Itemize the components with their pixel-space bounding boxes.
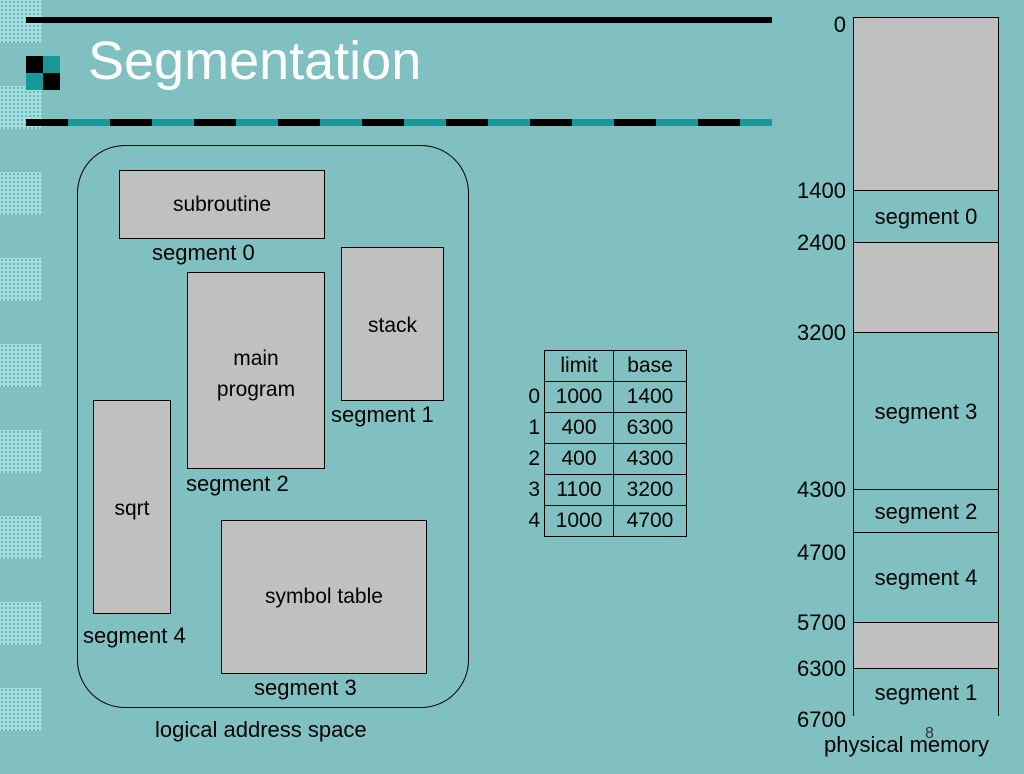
base-cell: 4700 <box>613 505 687 537</box>
address-label: 3200 <box>797 320 846 345</box>
table-row: 0 1000 1400 <box>518 381 687 413</box>
sqrt-block: sqrt <box>93 400 171 614</box>
limit-cell: 400 <box>544 443 614 475</box>
address-label: 6300 <box>797 656 846 681</box>
base-cell: 6300 <box>613 412 687 444</box>
limit-header: limit <box>544 350 614 382</box>
segment-2-label: segment 2 <box>186 471 289 496</box>
memory-boundary-line <box>854 668 998 669</box>
limit-cell: 400 <box>544 412 614 444</box>
logical-address-space-outline <box>77 145 469 708</box>
physical-segment-4: segment 4 <box>854 533 998 623</box>
table-row: 4 1000 4700 <box>518 505 687 537</box>
memory-boundary-line <box>854 489 998 490</box>
segment-table-header-row: limit base <box>518 350 687 382</box>
page-number: 8 <box>925 725 934 742</box>
row-index: 3 <box>528 478 540 501</box>
memory-boundary-line <box>854 532 998 533</box>
base-header: base <box>613 350 687 382</box>
slide-title: Segmentation <box>88 31 422 91</box>
address-label: 1400 <box>797 178 846 203</box>
memory-boundary-line <box>854 332 998 333</box>
decorative-strip <box>0 0 42 774</box>
table-row: 3 1100 3200 <box>518 474 687 506</box>
main-program-block: main program <box>187 272 325 469</box>
subroutine-block: subroutine <box>119 170 325 239</box>
address-label: 6700 <box>797 707 846 732</box>
base-cell: 4300 <box>613 443 687 475</box>
physical-segment-3: segment 3 <box>854 333 998 490</box>
address-label: 2400 <box>797 230 846 255</box>
physical-segment-0: segment 0 <box>854 191 998 243</box>
row-index: 4 <box>528 509 540 532</box>
title-bullet-icon <box>26 56 60 90</box>
physical-segment-1: segment 1 <box>854 669 998 717</box>
segment-0-label: segment 0 <box>152 240 255 265</box>
physical-memory-caption: physical memory <box>824 732 990 757</box>
memory-boundary-line <box>854 190 998 191</box>
address-label: 5700 <box>797 610 846 635</box>
address-label: 4700 <box>797 540 846 565</box>
limit-cell: 1000 <box>544 381 614 413</box>
limit-cell: 1000 <box>544 505 614 537</box>
row-index: 1 <box>528 416 540 439</box>
table-row: 2 400 4300 <box>518 443 687 475</box>
symbol-table-block: symbol table <box>221 520 427 674</box>
top-rule <box>26 17 772 23</box>
segment-table: limit base 0 1000 1400 1 400 6300 2 400 … <box>518 350 687 537</box>
address-label: 0 <box>833 12 846 37</box>
segment-4-label: segment 4 <box>83 623 186 648</box>
segment-1-label: segment 1 <box>331 402 434 427</box>
base-cell: 1400 <box>613 381 687 413</box>
segment-3-label: segment 3 <box>254 675 357 700</box>
title-underline <box>26 119 772 126</box>
stack-block: stack <box>341 247 444 401</box>
row-index: 2 <box>528 447 540 470</box>
memory-boundary-line <box>854 622 998 623</box>
memory-boundary-line <box>854 242 998 243</box>
logical-address-space-caption: logical address space <box>155 717 367 742</box>
physical-segment-2: segment 2 <box>854 490 998 533</box>
limit-cell: 1100 <box>544 474 614 506</box>
base-cell: 3200 <box>613 474 687 506</box>
address-label: 4300 <box>797 477 846 502</box>
row-index: 0 <box>528 385 540 408</box>
table-row: 1 400 6300 <box>518 412 687 444</box>
